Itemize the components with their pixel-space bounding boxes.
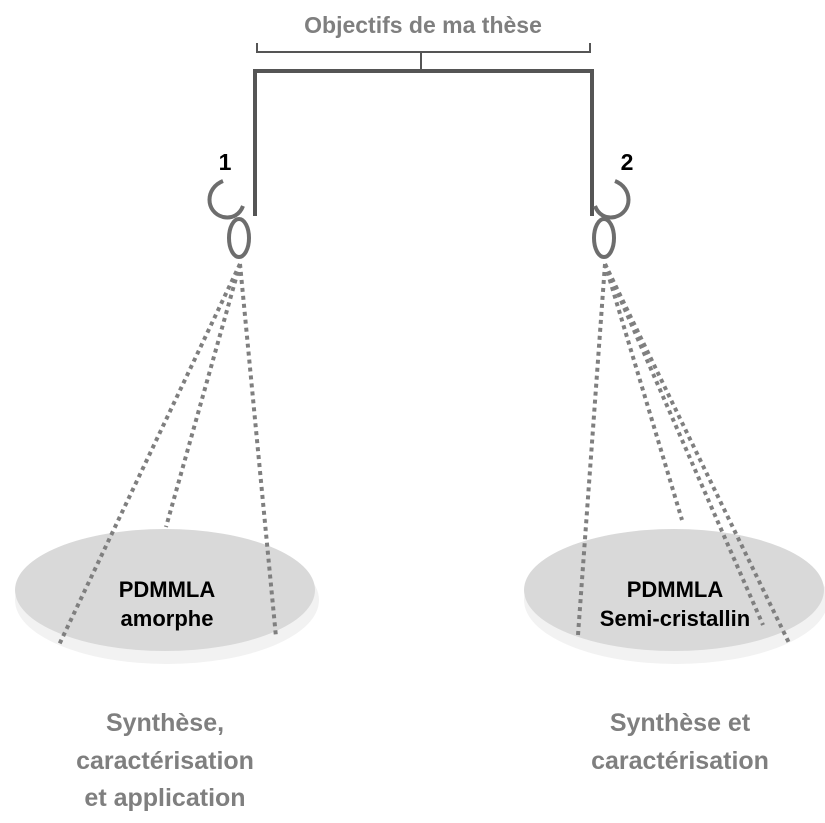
right-chains bbox=[576, 263, 792, 646]
left-caption-line1: Synthèse, bbox=[106, 709, 224, 737]
left-chain-middle bbox=[164, 263, 242, 528]
right-caption-line2: caractérisation bbox=[591, 747, 769, 775]
left-hook bbox=[207, 179, 251, 259]
left-arm-number: 1 bbox=[219, 149, 232, 175]
left-chains bbox=[56, 263, 278, 648]
right-chain-inner bbox=[603, 263, 792, 646]
left-hook-ring bbox=[227, 217, 251, 259]
title-bracket bbox=[256, 43, 591, 60]
left-caption-line3: et application bbox=[84, 784, 245, 812]
right-hook bbox=[592, 179, 631, 259]
right-caption-line1: Synthèse et bbox=[610, 709, 751, 737]
left-caption-line2: caractérisation bbox=[76, 747, 254, 775]
right-chain-outer-right bbox=[603, 263, 765, 626]
right-arm-number: 2 bbox=[621, 149, 634, 175]
left-chain-inner bbox=[238, 263, 278, 638]
left-hook-curl bbox=[207, 179, 245, 220]
right-chain-middle bbox=[603, 263, 684, 521]
right-hook-curl bbox=[593, 179, 631, 220]
title-bracket-line bbox=[256, 43, 591, 60]
left-plate-label-line2: amorphe bbox=[121, 606, 214, 631]
right-plate-label-line1: PDMMLA bbox=[627, 577, 724, 602]
left-plate-label-line1: PDMMLA bbox=[119, 577, 216, 602]
left-plate bbox=[15, 529, 319, 664]
right-chain-outer-left bbox=[576, 263, 607, 636]
right-plate-label-line2: Semi-cristallin bbox=[600, 606, 750, 631]
diagram-title: Objectifs de ma thèse bbox=[304, 12, 542, 38]
left-plate-surface bbox=[15, 529, 315, 651]
balance-beam bbox=[253, 69, 594, 216]
left-chain-outer bbox=[56, 263, 242, 648]
right-hook-ring bbox=[592, 217, 616, 259]
